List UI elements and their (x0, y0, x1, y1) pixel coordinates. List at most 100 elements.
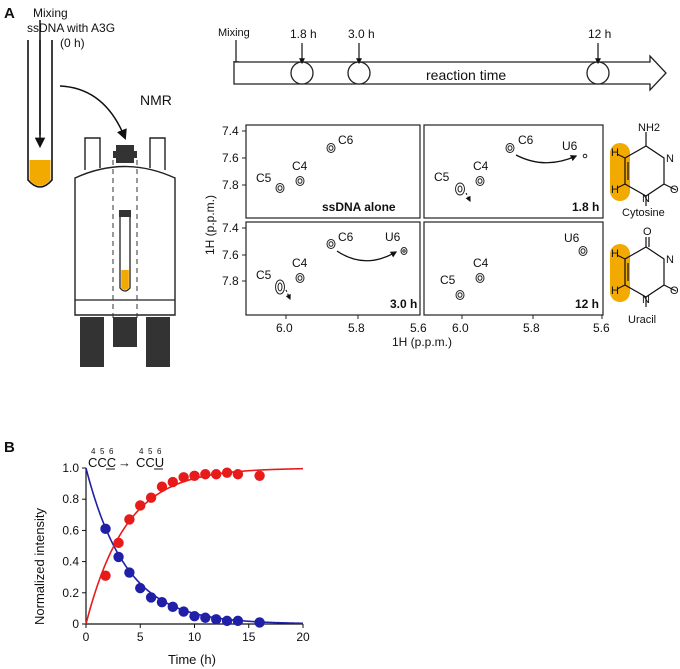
mixing-note-line-1: Mixing (33, 6, 68, 20)
x-tick-3: 5.6 (410, 321, 427, 335)
x-tick-4: 6.0 (452, 321, 469, 335)
x-tick-label: 5 (137, 630, 144, 644)
peak-label-u6-1-8h: U6 (562, 139, 578, 153)
y-tick-label: 0.4 (62, 555, 79, 569)
y-tick-top-3: 7.8 (222, 178, 239, 192)
data-point-0 (156, 596, 168, 608)
x-tick-label: 10 (188, 630, 202, 644)
pos-6a: 6 (109, 447, 114, 456)
cytosine-name: Cytosine (622, 207, 665, 219)
pos-6b: 6 (157, 447, 162, 456)
pos-5a: 5 (100, 447, 105, 456)
transfer-arrow (59, 85, 127, 140)
uracil-name: Uracil (628, 314, 656, 326)
panel-a-letter: A (4, 5, 15, 22)
spectrum-1-8h: C6 U6 C5 C4 1.8 h (434, 133, 599, 214)
data-point-0 (254, 617, 265, 628)
y-tick-bot-3: 7.8 (222, 274, 239, 288)
data-point-1 (113, 537, 124, 549)
spectrum-label-3-0h: 3.0 h (390, 297, 417, 311)
peak-label-c4-3-0h: C4 (292, 256, 308, 270)
seq-from: CCC (88, 455, 116, 470)
timeline-mark-3: 12 h (588, 27, 611, 41)
data-point-1 (254, 470, 265, 481)
seq-to: CCU (136, 455, 164, 470)
data-point-0 (145, 592, 157, 603)
cytosine-atom-h1: H (611, 147, 619, 159)
x-tick-1: 6.0 (276, 321, 293, 335)
spectrum-label-ssdna-alone: ssDNA alone (322, 200, 396, 214)
data-point-0 (232, 615, 244, 627)
spectrum-label-12h: 12 h (575, 297, 599, 311)
data-point-1 (178, 472, 189, 483)
data-point-1 (135, 500, 146, 511)
data-point-0 (100, 523, 111, 535)
timeline-mark-2: 3.0 h (348, 27, 375, 41)
x-tick-label: 20 (296, 630, 310, 644)
panel-b-letter: B (4, 439, 15, 456)
peak-label-c5: C5 (256, 171, 272, 185)
peak-label-c5-12h: C5 (440, 273, 456, 287)
reaction-annotation: 4 5 6 4 5 6 CCC → CCU (88, 447, 164, 470)
spectrum-ssdna-alone: C6 C5 C4 ssDNA alone (256, 133, 396, 214)
data-point-0 (167, 601, 178, 613)
pos-5b: 5 (148, 447, 153, 456)
nmr-label: NMR (140, 92, 172, 108)
data-point-0 (124, 567, 135, 578)
uracil-structure: O H H N N O Uracil (610, 226, 679, 326)
peak-label-c5-1-8h: C5 (434, 170, 450, 184)
y-tick-label: 1.0 (62, 461, 79, 475)
uracil-substituent: O (643, 226, 652, 238)
x-tick-label: 0 (83, 630, 90, 644)
peak-label-c6: C6 (338, 133, 354, 147)
y-tick-bot-1: 7.4 (222, 221, 239, 235)
reaction-time-label: reaction time (426, 67, 506, 83)
y-tick-top-2: 7.6 (222, 151, 239, 165)
y-tick-bot-2: 7.6 (222, 248, 239, 262)
cytosine-atom-n3: N (666, 153, 674, 165)
y-tick-label: 0 (72, 617, 79, 631)
peak-label-u6-12h: U6 (564, 231, 580, 245)
peak-label-c6-1-8h: C6 (518, 133, 534, 147)
uracil-atom-o: O (670, 285, 679, 297)
peak-label-c6-3-0h: C6 (338, 230, 354, 244)
data-point-1 (232, 469, 244, 480)
y-tick-label: 0.8 (62, 492, 79, 506)
peak-label-c4: C4 (292, 159, 308, 173)
cytosine-atom-h2: H (611, 184, 619, 196)
uracil-atom-h1: H (611, 248, 619, 260)
data-point-1 (189, 470, 200, 481)
uracil-atom-n3: N (666, 254, 674, 266)
uracil-atom-n1: N (642, 294, 650, 306)
mixing-note-line-3: (0 h) (60, 36, 85, 50)
chart-x-axis-label: Time (h) (168, 652, 216, 667)
mixing-note-line-2: ssDNA with A3G (27, 21, 115, 35)
data-point-0 (221, 615, 233, 627)
spectrum-12h: U6 C5 C4 12 h (440, 231, 599, 311)
y-tick-top-1: 7.4 (222, 124, 239, 138)
data-point-1 (145, 492, 157, 503)
data-point-0 (200, 612, 211, 623)
timeline: Mixing 1.8 h 3.0 h 12 h reaction time (218, 27, 667, 92)
spectra-x-axis-label: 1H (p.p.m.) (392, 335, 452, 349)
data-point-1 (167, 476, 178, 488)
data-point-0 (211, 614, 222, 625)
timeline-mark-1: 1.8 h (290, 27, 317, 41)
uracil-atom-h2: H (611, 285, 619, 297)
timeline-start-label: Mixing (218, 27, 250, 39)
cytosine-atom-n1: N (642, 193, 650, 205)
peak-label-c4-1-8h: C4 (473, 159, 489, 173)
data-point-1 (221, 467, 233, 478)
x-tick-5: 5.8 (523, 321, 540, 335)
peak-label-c4-12h: C4 (473, 256, 489, 270)
data-point-1 (124, 514, 135, 525)
peak-label-c5-3-0h: C5 (256, 268, 272, 282)
spectra-grid: 7.4 7.6 7.8 7.4 7.6 7.8 6.0 5.8 5.6 6.0 … (203, 124, 610, 349)
data-point-1 (156, 481, 168, 492)
data-point-0 (189, 611, 200, 622)
data-point-0 (178, 606, 189, 617)
seq-arrow: → (118, 455, 131, 470)
data-point-1 (200, 469, 211, 480)
nmr-magnet (74, 137, 176, 367)
